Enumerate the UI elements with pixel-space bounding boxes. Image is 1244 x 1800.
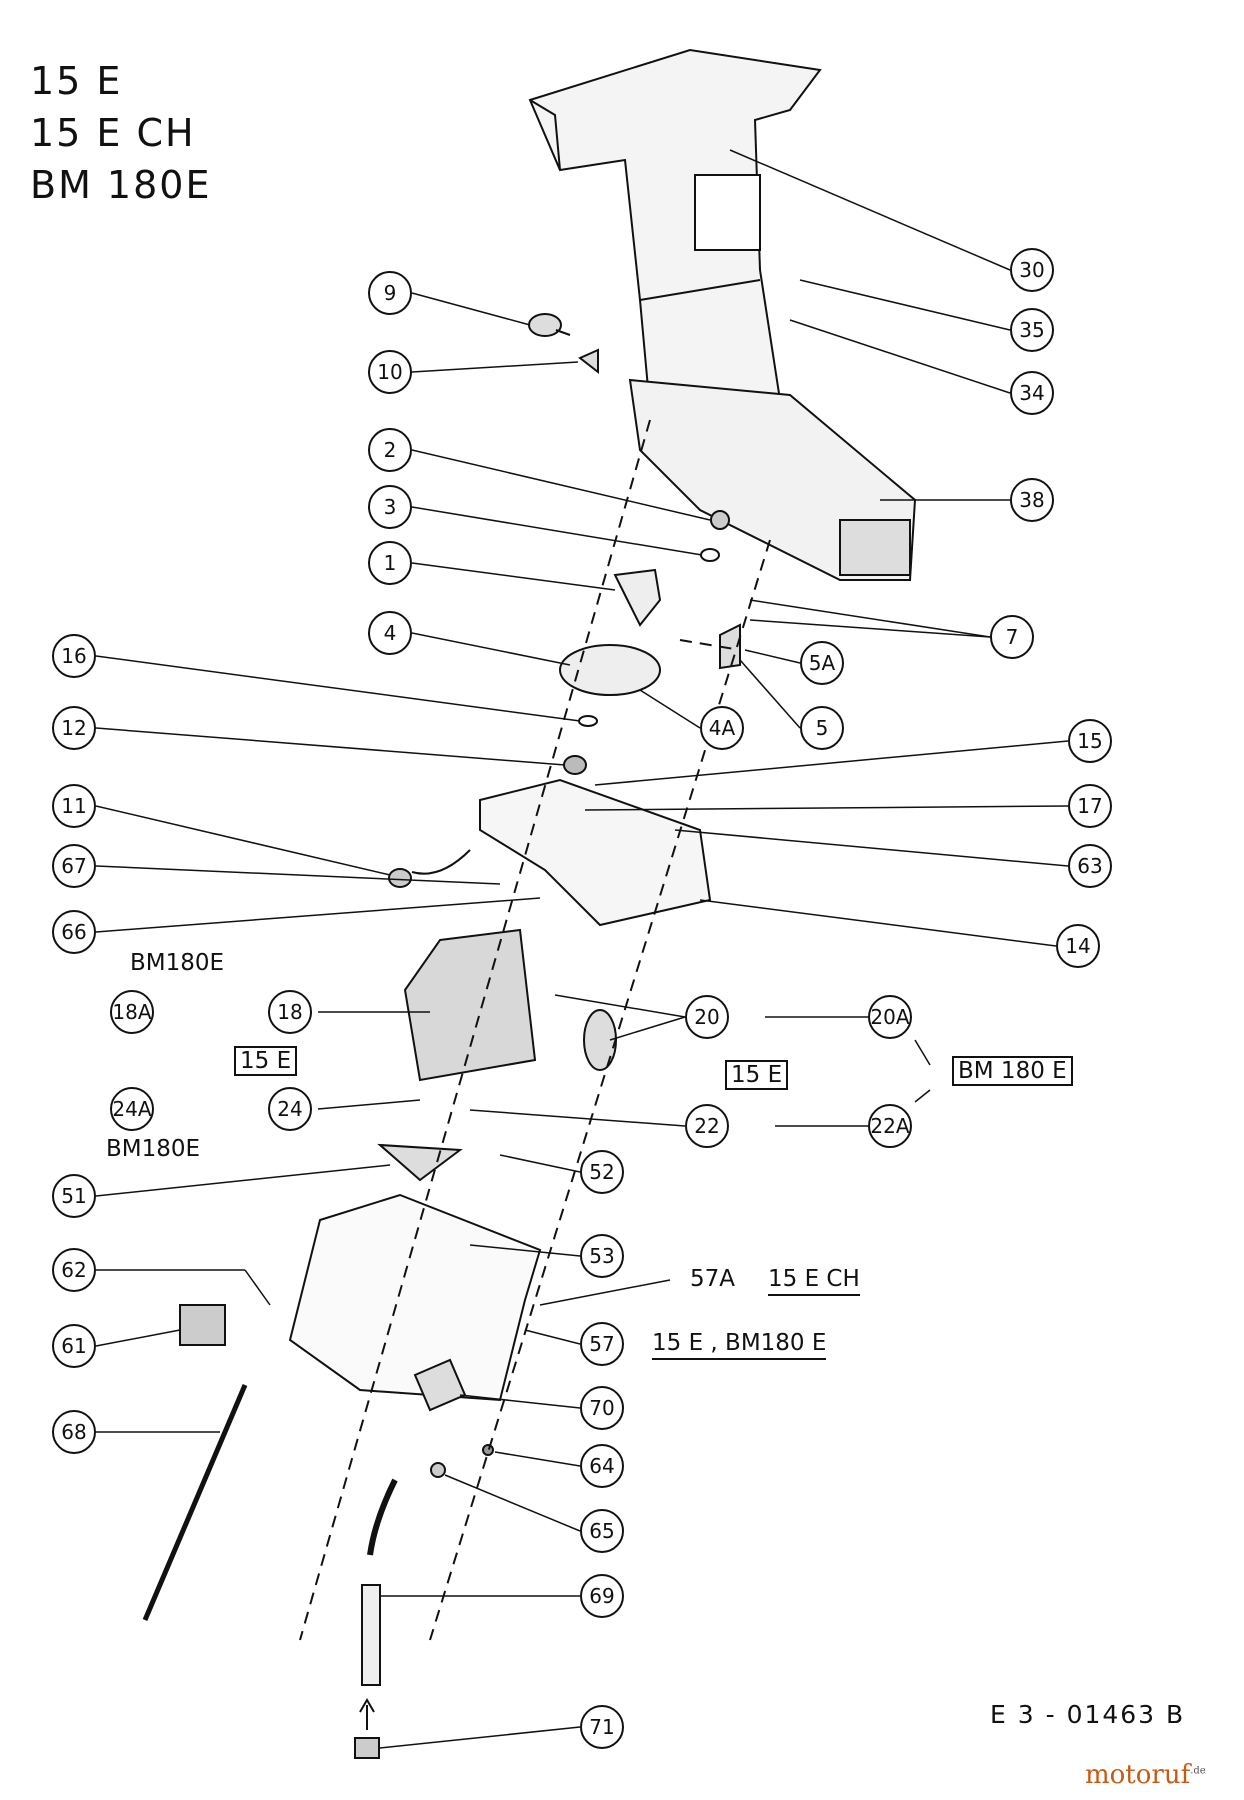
model-list: 15 E 15 E CH BM 180E [30,55,211,211]
model-name: BM 180E [30,163,212,207]
drawing-number: E 3 - 01463 B [990,1700,1186,1729]
clip-part [578,348,599,375]
variant-label-15ech: 15 E CH [768,1266,860,1296]
variant-label-bm180e: BM180E [106,1136,201,1162]
shaft-part [361,1584,381,1686]
callout-35: 35 [1010,308,1054,352]
callout-3: 3 [368,485,412,529]
callout-7: 7 [990,615,1034,659]
callout-57: 57 [580,1322,624,1366]
callout-9: 9 [368,271,412,315]
callout-67: 67 [52,844,96,888]
callout-1: 1 [368,541,412,585]
callout-20a: 20A [868,995,912,1039]
callout-52: 52 [580,1150,624,1194]
variant-box-15e: 15 E [234,1046,298,1076]
callout-12: 12 [52,706,96,750]
callout-71: 71 [580,1705,624,1749]
rod-part [142,1384,248,1621]
callout-53: 53 [580,1234,624,1278]
hose-part [367,1478,398,1556]
connector-part [388,868,412,888]
variant-label-57a: 57A [690,1266,736,1292]
callout-30: 30 [1010,248,1054,292]
callout-68: 68 [52,1410,96,1454]
arrow-part [359,1698,375,1730]
chute-hopper-part [528,48,822,412]
callout-18: 18 [268,990,312,1034]
lower-housing-part [628,378,917,581]
callout-14: 14 [1056,924,1100,968]
blade-disc-part [559,644,661,696]
callout-15: 15 [1068,719,1112,763]
callout-18a: 18A [110,990,154,1034]
switch-bracket-part [377,1143,463,1182]
callout-24a: 24A [110,1087,154,1131]
callout-24: 24 [268,1087,312,1131]
plate-part [719,623,741,670]
nut-part [710,510,730,530]
spacer-part [578,715,598,727]
motor-part [403,928,537,1082]
cable-part [411,849,471,875]
callout-51: 51 [52,1174,96,1218]
variant-label-bm180e: BM180E [130,950,225,976]
callout-4: 4 [368,611,412,655]
callout-16: 16 [52,634,96,678]
callout-11: 11 [52,784,96,828]
callout-34: 34 [1010,371,1054,415]
screw-part-64 [482,1444,494,1456]
callout-5: 5 [800,706,844,750]
callout-10: 10 [368,350,412,394]
callout-63: 63 [1068,844,1112,888]
bracket-part [613,568,662,627]
variant-label-15e-bm180e: 15 E , BM180 E [652,1330,827,1360]
watermark-suffix: .de [1190,1765,1206,1777]
knob-part [528,313,571,337]
cap-part [354,1737,380,1759]
watermark-logo: motoruf.de [1085,1760,1206,1790]
callout-64: 64 [580,1444,624,1488]
callout-62: 62 [52,1248,96,1292]
variant-box-bm180e: BM 180 E [952,1056,1073,1086]
callout-61: 61 [52,1324,96,1368]
model-name: 15 E [30,59,123,103]
gear-part [563,755,587,775]
callout-65: 65 [580,1509,624,1553]
base-housing-part [288,1193,542,1402]
callout-2: 2 [368,428,412,472]
callout-70: 70 [580,1386,624,1430]
motor-mount-part [479,778,712,927]
leader-lines-right [379,149,1069,1749]
callout-66: 66 [52,910,96,954]
watermark-main: motoruf [1085,1760,1191,1790]
washer-part [700,548,720,562]
callout-69: 69 [580,1574,624,1618]
model-name: 15 E CH [30,111,196,155]
callout-20: 20 [685,995,729,1039]
callout-22a: 22A [868,1104,912,1148]
callout-17: 17 [1068,784,1112,828]
callout-5a: 5A [800,641,844,685]
leader-lines-left [95,292,711,1433]
switch-part [179,1304,226,1346]
washer-part-65 [430,1462,446,1478]
callout-22: 22 [685,1104,729,1148]
variant-box-15e: 15 E [725,1060,789,1090]
callout-38: 38 [1010,478,1054,522]
callout-4a: 4A [700,706,744,750]
